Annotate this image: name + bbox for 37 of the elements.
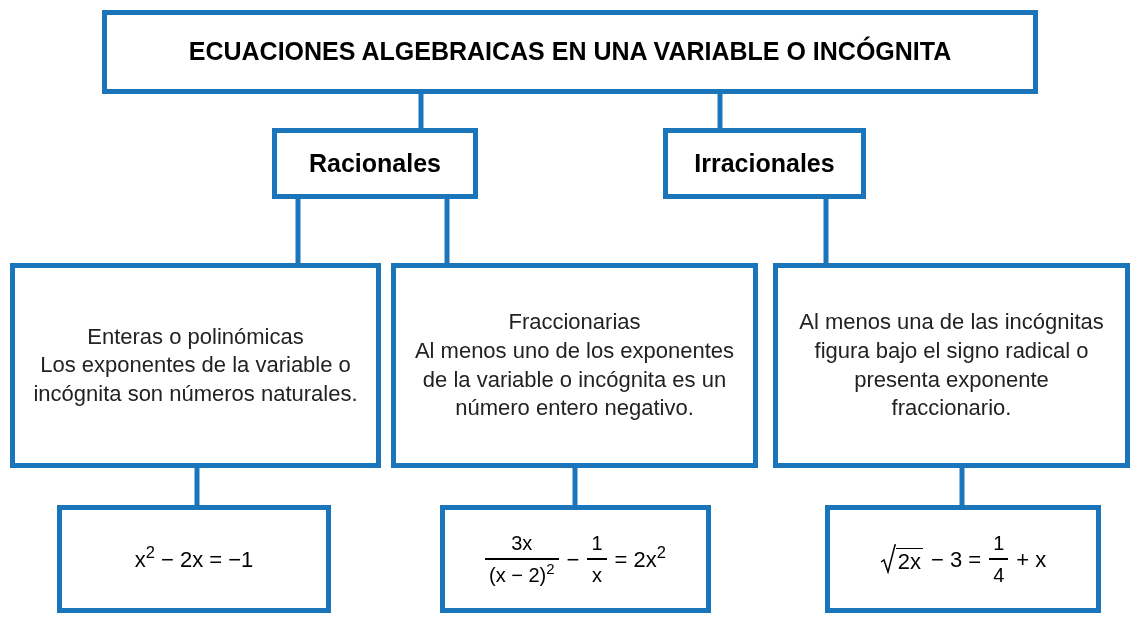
formula-box	[57, 505, 331, 613]
category-label: Racionales	[309, 147, 441, 179]
connector-line	[295, 197, 301, 265]
title-box	[102, 10, 1038, 94]
denominator: 4	[992, 562, 1006, 587]
connector-line	[444, 197, 450, 265]
subtype-heading: Enteras o polinómicas	[87, 322, 304, 351]
connector-line	[823, 197, 829, 265]
description-text: Al menos una de las incógnitas figura bajo el signo radical o presenta exponente fraccionario.	[798, 308, 1105, 423]
subtype-heading: Fraccionarias	[508, 308, 641, 337]
numerator: 3x	[510, 531, 534, 556]
category-label: Irracionales	[694, 147, 835, 179]
connector-line	[717, 92, 723, 130]
category-box	[272, 128, 478, 199]
description-box	[10, 263, 381, 468]
denominator: (x − 2)$^{2}$	[488, 562, 556, 587]
connector-line	[959, 466, 965, 507]
equation-operator: −	[566, 545, 580, 574]
description-box	[391, 263, 758, 468]
radicand: 2x	[895, 547, 923, 574]
equation-operator: = 2x$^{2}$	[614, 542, 666, 574]
equation: x$^{2}$ − 2x = −1	[134, 542, 254, 574]
connector-line	[194, 466, 200, 507]
description-text: Al menos uno de los exponentes de la variable o incógnita es un número entero negativo.	[413, 336, 736, 423]
numerator: 1	[590, 531, 604, 556]
equation-operator: + x	[1016, 545, 1047, 574]
formula-box	[440, 505, 711, 613]
formula-box	[825, 505, 1101, 613]
category-box	[663, 128, 866, 199]
title-text: ECUACIONES ALGEBRAICAS EN UNA VARIABLE O INCÓGNITA	[188, 35, 952, 68]
numerator: 1	[992, 531, 1006, 556]
connector-line	[572, 466, 578, 507]
denominator: x	[591, 562, 604, 587]
equation-operator: − 3 =	[931, 545, 982, 574]
description-box	[773, 263, 1130, 468]
description-text: Los exponentes de la variable o incógnita son números naturales.	[32, 351, 359, 408]
connector-line	[418, 92, 424, 130]
